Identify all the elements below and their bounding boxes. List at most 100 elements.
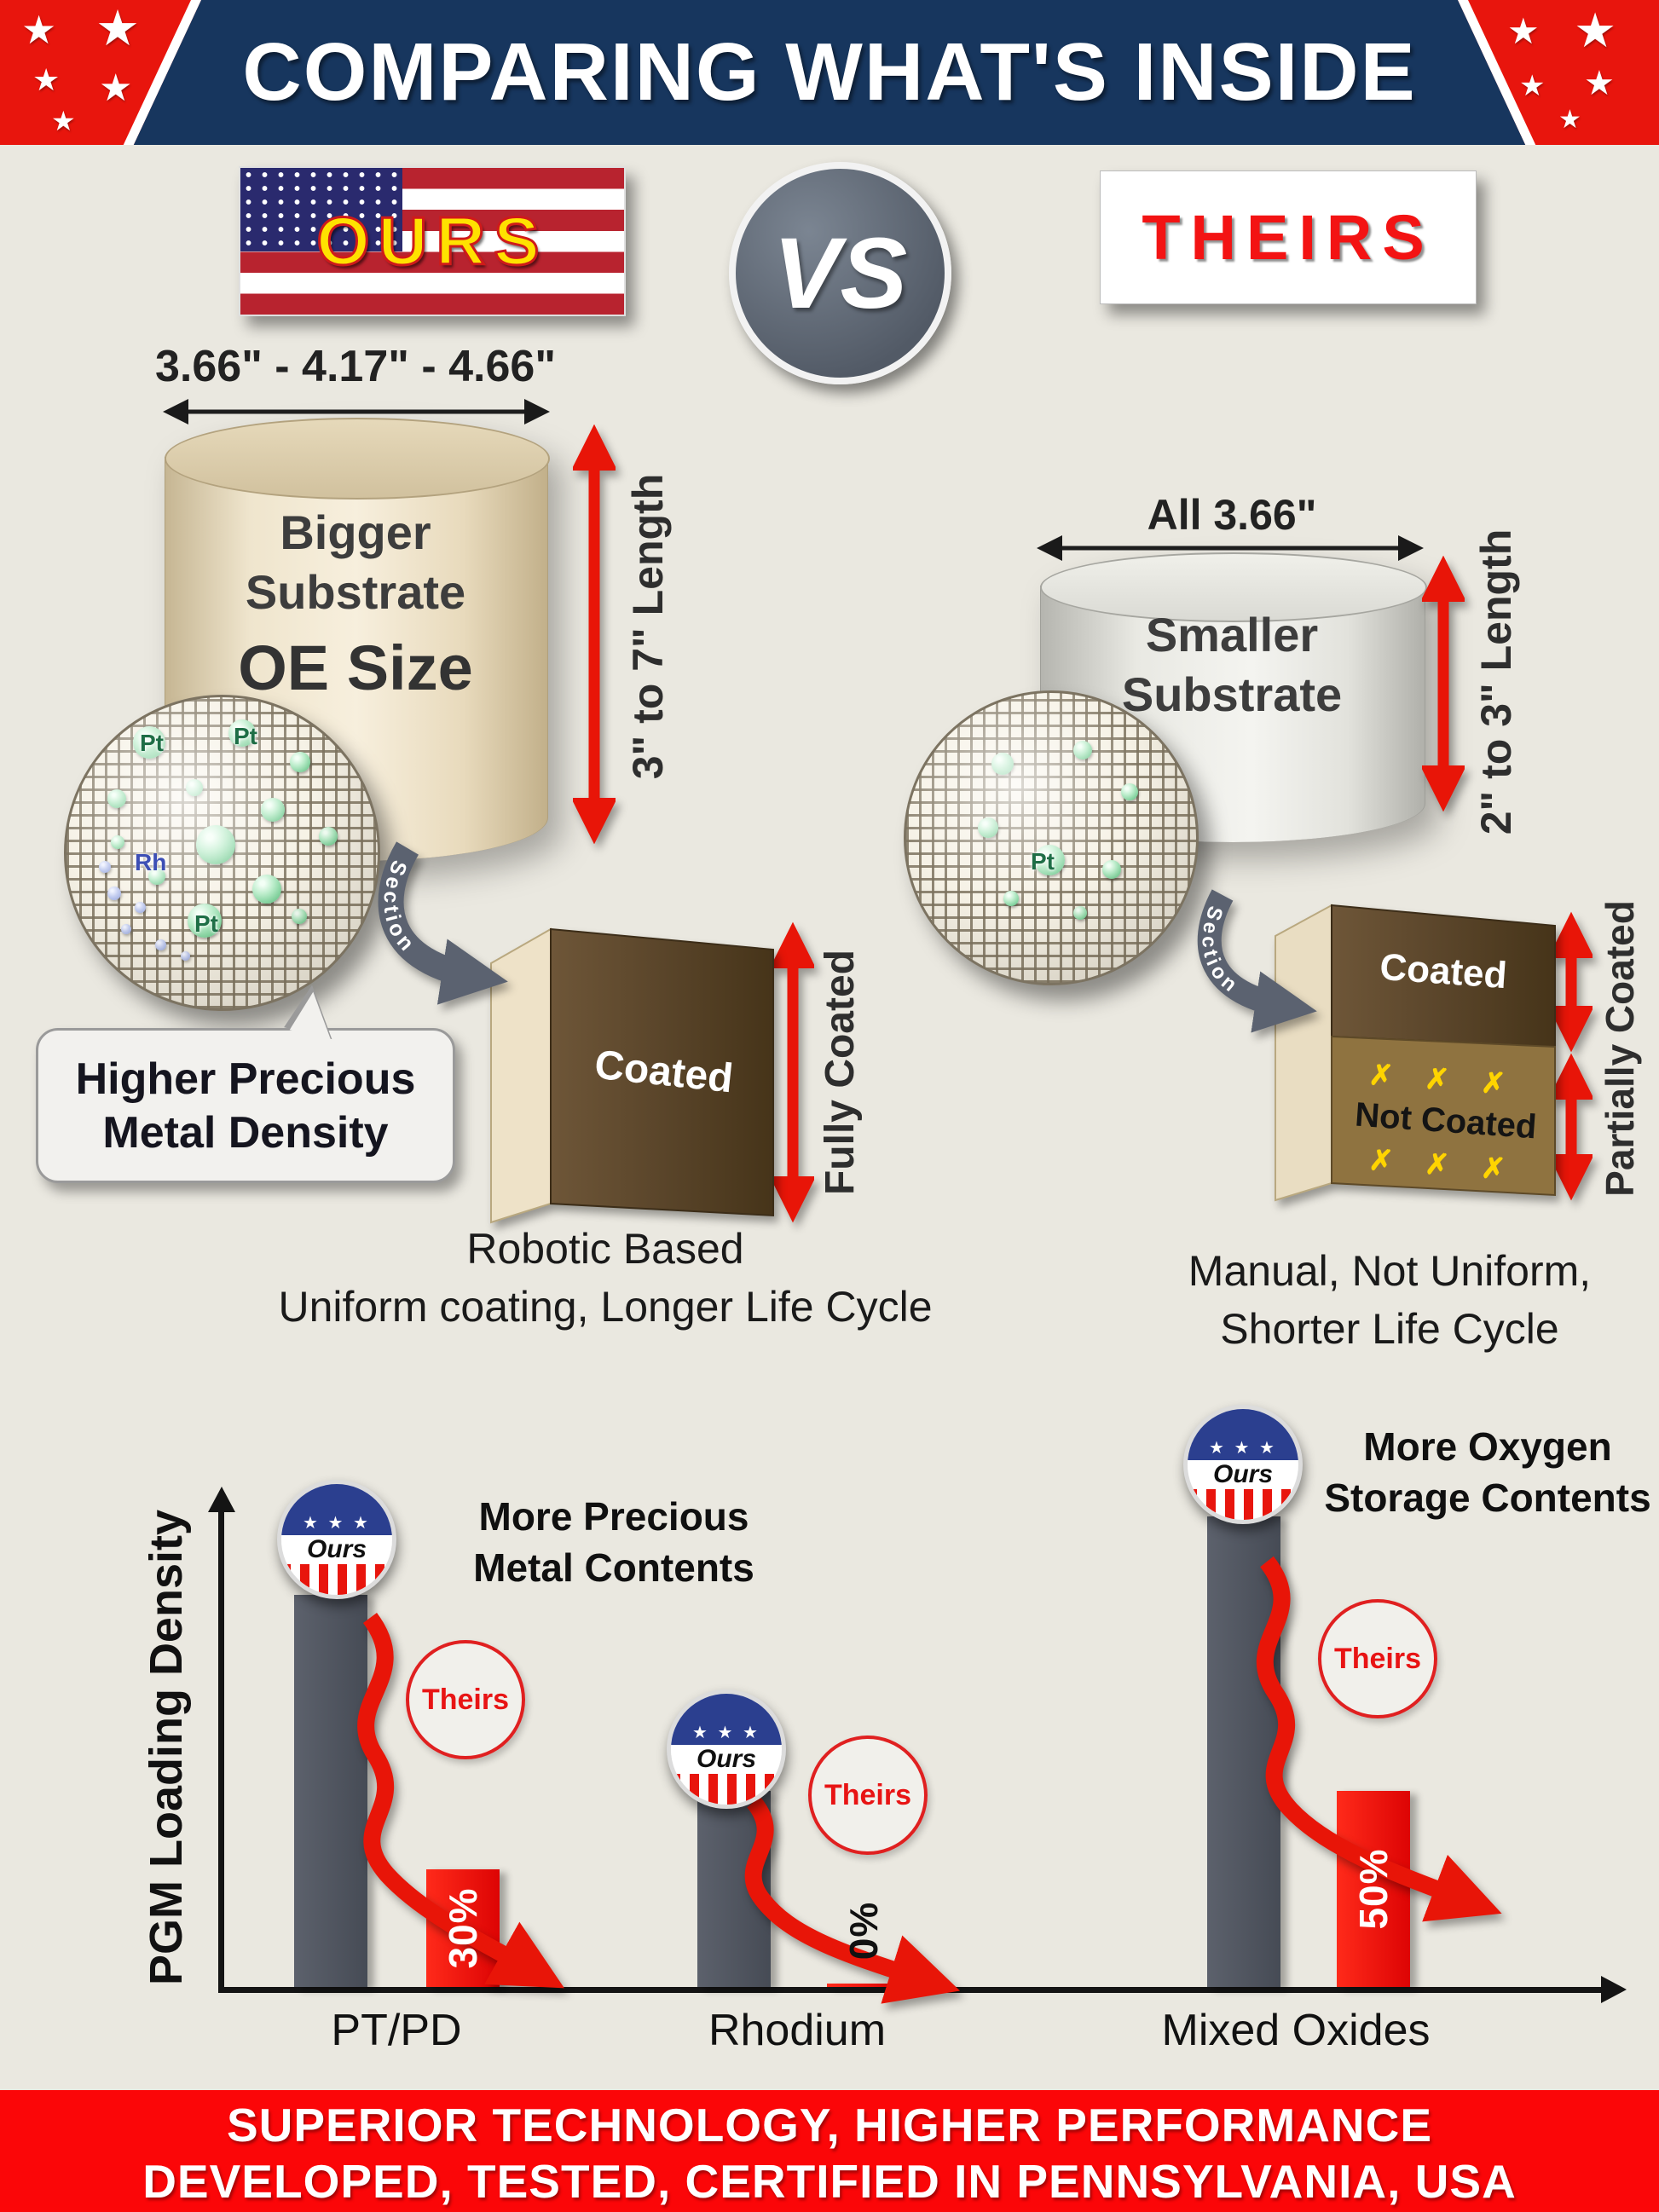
annotation-line2: Metal Contents [473, 1545, 754, 1590]
callout-line1: Higher Precious [75, 1054, 416, 1104]
header-banner: COMPARING WHAT'S INSIDE [0, 0, 1659, 145]
theirs-length-arrow [1422, 556, 1465, 811]
star-icon: ★ [1574, 3, 1617, 57]
decline-arrow-ptpd [357, 1613, 564, 1989]
coated-label: Coated [1379, 946, 1508, 996]
flag-canton [240, 168, 402, 251]
annotation-line2: Storage Contents [1324, 1475, 1651, 1520]
theirs-mixed-value: 50% [1351, 1848, 1396, 1930]
ours-coating-note: Robotic Based Uniform coating, Longer Li… [188, 1221, 1023, 1336]
star-icon: ★ [95, 1, 140, 56]
ours-note-line1: Robotic Based [466, 1225, 744, 1273]
partially-coated-arrows [1550, 911, 1593, 1201]
ours-diameter-arrow [163, 399, 550, 424]
pgm-particle [107, 789, 126, 808]
ours-badge-label: Ours [671, 1745, 782, 1774]
pt-particle-label: Pt [194, 910, 218, 937]
ours-flag-banner: OURS [239, 166, 626, 316]
pgm-particle [1034, 845, 1065, 875]
category-mixed-oxides: Mixed Oxides [1161, 2006, 1431, 2055]
ours-note-line2: Uniform coating, Longer Life Cycle [278, 1282, 933, 1331]
section-label: Section [379, 857, 418, 956]
pt-particle-label: Pt [140, 730, 164, 756]
rh-particle [181, 951, 190, 961]
cylinder-top-face [165, 418, 550, 500]
pgm-particle [1073, 906, 1087, 920]
theirs-badge-ptpd: Theirs [406, 1640, 525, 1759]
pgm-particle [978, 817, 998, 838]
bar-theirs-rhodium [827, 1984, 900, 1987]
star-icon: ★ [1584, 65, 1615, 102]
theirs-diameter-label: All 3.66" [1147, 491, 1317, 539]
annotation-precious-metal: More Precious Metal Contents [431, 1492, 797, 1594]
theirs-rhodium-value: 0% [841, 1901, 886, 1961]
ours-mesh-magnifier: Pt Pt Rh Pt [64, 695, 380, 1011]
star-icon: ★ [21, 8, 57, 52]
star-icon: ★ [1519, 70, 1546, 102]
decline-arrow-mixed-oxides [1256, 1556, 1502, 1922]
page-title: COMPARING WHAT'S INSIDE [242, 26, 1417, 118]
bar-theirs-mixed-oxides [1337, 1791, 1410, 1987]
annotation-line1: More Oxygen [1363, 1424, 1612, 1469]
pgm-particle [319, 827, 338, 846]
pgm-particle [261, 798, 285, 822]
theirs-label: THEIRS [1142, 202, 1435, 273]
callout-line2: Metal Density [102, 1108, 389, 1158]
theirs-banner: THEIRS [1100, 170, 1477, 304]
ours-substrate-line1: Bigger [280, 505, 431, 559]
vs-label: VS [772, 217, 908, 330]
rh-particle [121, 924, 131, 934]
pgm-particle [1121, 783, 1138, 800]
ours-coated-block: Coated [490, 927, 774, 1224]
svg-text:Section: Section [379, 857, 420, 956]
ours-badge-mixed-oxides: ★ ★ ★ Ours [1183, 1405, 1303, 1524]
ours-diameter-label: 3.66" - 4.17" - 4.66" [154, 342, 556, 391]
ours-badge-label: Ours [1188, 1460, 1298, 1489]
theirs-substrate-line1: Smaller [1145, 608, 1319, 661]
category-ptpd: PT/PD [331, 2006, 462, 2055]
theirs-badge-mixed-oxides: Theirs [1318, 1599, 1437, 1718]
ours-label: OURS [315, 202, 548, 280]
theirs-mesh-magnifier: Pt [904, 690, 1199, 985]
pgm-particle [228, 719, 256, 747]
pgm-particle [196, 825, 235, 864]
theirs-badge-label: Theirs [824, 1778, 912, 1811]
pgm-particle [252, 875, 281, 904]
rh-particle [99, 861, 111, 873]
theirs-badge-label: Theirs [1333, 1642, 1422, 1675]
theirs-badge-rhodium: Theirs [808, 1736, 928, 1855]
section-arrow: Section [1197, 889, 1317, 1033]
pgm-particle [292, 909, 307, 924]
theirs-substrate-line2: Substrate [1121, 667, 1343, 721]
rh-particle [135, 902, 146, 913]
badge-stars: ★ ★ ★ [303, 1514, 371, 1533]
y-axis-arrowhead [208, 1487, 235, 1512]
partially-coated-label: Partially Coated [1598, 900, 1642, 1197]
pgm-particle [290, 752, 310, 772]
pgm-particle [1073, 741, 1092, 759]
section-arrow: Section [378, 841, 508, 1005]
category-rhodium: Rhodium [708, 2006, 887, 2055]
annotation-line1: More Precious [478, 1494, 749, 1539]
pgm-particle [188, 904, 222, 938]
ours-length-arrow [573, 424, 616, 844]
ours-badge-label: Ours [281, 1535, 392, 1564]
footer-line2: DEVELOPED, TESTED, CERTIFIED IN PENNSYLV… [142, 2155, 1517, 2208]
ours-badge-rhodium: ★ ★ ★ Ours [667, 1689, 786, 1809]
pgm-particle [991, 753, 1014, 775]
ours-substrate-line2: Substrate [245, 565, 466, 619]
star-icon: ★ [51, 106, 76, 136]
rh-particle-label: Rh [135, 849, 167, 875]
star-icon: ★ [1558, 106, 1581, 134]
bar-ours-mixed-oxides [1207, 1516, 1280, 1987]
fully-coated-label: Fully Coated [817, 949, 863, 1196]
ours-substrate-oe-size: OE Size [238, 632, 473, 703]
vs-badge: VS [729, 162, 951, 384]
pt-particle-label: Pt [234, 723, 257, 749]
pgm-particle [133, 726, 165, 759]
star-icon: ★ [99, 67, 133, 109]
pgm-particle [1102, 860, 1121, 879]
rh-particle [107, 887, 121, 900]
pgm-particle [1003, 891, 1019, 906]
